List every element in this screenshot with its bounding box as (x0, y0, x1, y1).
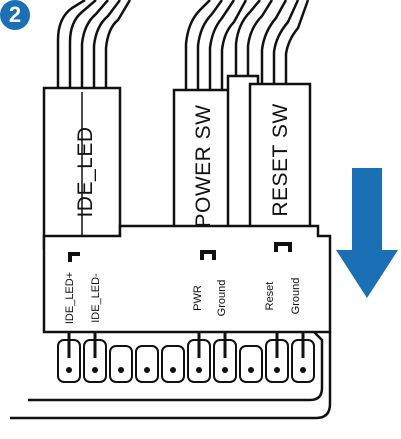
connector-label-power-sw: POWER SW (192, 104, 215, 228)
wires (56, 0, 310, 90)
reset-sw-housing (248, 82, 312, 238)
board-edge (10, 331, 332, 420)
pin-label-ide-led-minus: IDE_LED- (90, 273, 102, 323)
pin-row (57, 339, 315, 383)
pin-label-ide-led-plus: IDE_LED+ (64, 271, 76, 325)
pin-label-pwr: PWR (192, 285, 204, 311)
connector-label-ide-led: IDE_LED (74, 126, 97, 218)
pin-label-pwr-ground: Ground (216, 279, 228, 317)
connector-housings (42, 74, 312, 250)
arrow-down-icon (336, 168, 398, 298)
step-number-badge: 2 (0, 0, 30, 30)
pin-label-reset-ground: Ground (290, 277, 302, 315)
pin-marks (68, 242, 292, 262)
pin-dots (66, 367, 306, 373)
pin-stubs (67, 332, 305, 358)
connector-label-reset-sw: RESET SW (269, 103, 292, 217)
header-block (42, 224, 332, 334)
pin-label-reset: Reset (264, 281, 276, 311)
